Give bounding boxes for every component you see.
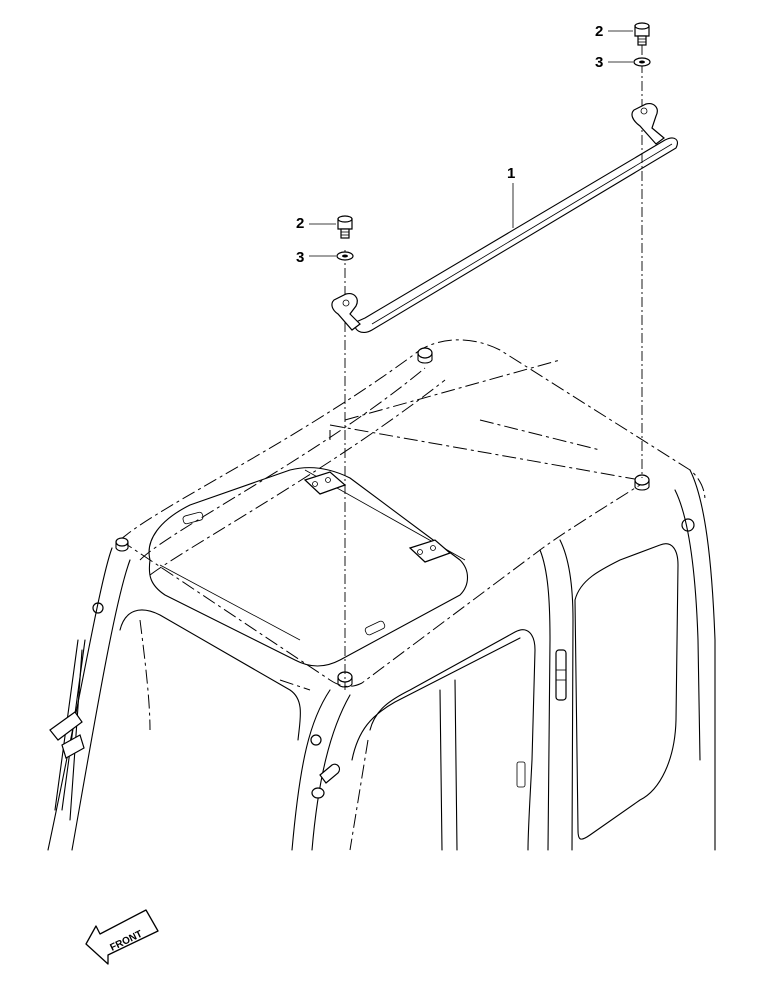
handrail <box>331 103 678 333</box>
washer-right <box>633 57 651 67</box>
bolt-left <box>337 215 353 239</box>
callout-3-right-label: 3 <box>595 54 603 71</box>
front-window-frame <box>119 609 301 741</box>
handrail-foot-left <box>331 293 361 331</box>
callout-3-right: 3 <box>595 54 633 71</box>
callout-1: 1 <box>507 165 515 228</box>
mount-boss-right-rear <box>634 474 650 491</box>
door-handle <box>311 763 341 799</box>
callout-2-left-label: 2 <box>296 215 304 232</box>
door-pillar <box>539 549 551 851</box>
window-latch-rear <box>408 539 452 563</box>
handrail-foot-right <box>631 103 665 145</box>
front-direction-arrow: FRONT <box>85 909 159 965</box>
callout-2-right: 2 <box>595 23 633 40</box>
rear-pillar <box>689 469 716 851</box>
washer-left <box>336 251 354 261</box>
mount-boss-left-rear <box>417 347 433 364</box>
bolt-right <box>634 22 650 46</box>
front-pillar-right <box>291 689 331 851</box>
front-pillar-left <box>47 547 113 851</box>
callout-3-left: 3 <box>296 249 336 266</box>
mount-boss-corner <box>115 537 129 552</box>
wiper-assembly <box>49 639 86 821</box>
callout-3-left-label: 3 <box>296 249 304 266</box>
door-window <box>369 629 536 851</box>
callout-2-right-label: 2 <box>595 23 603 40</box>
rear-side-window <box>574 543 679 840</box>
callout-1-label: 1 <box>507 165 515 182</box>
door-hinge <box>555 649 567 701</box>
callout-2-left: 2 <box>296 215 336 232</box>
roof-window <box>148 467 469 667</box>
window-latch-front <box>303 471 347 495</box>
cab-body <box>47 339 716 851</box>
